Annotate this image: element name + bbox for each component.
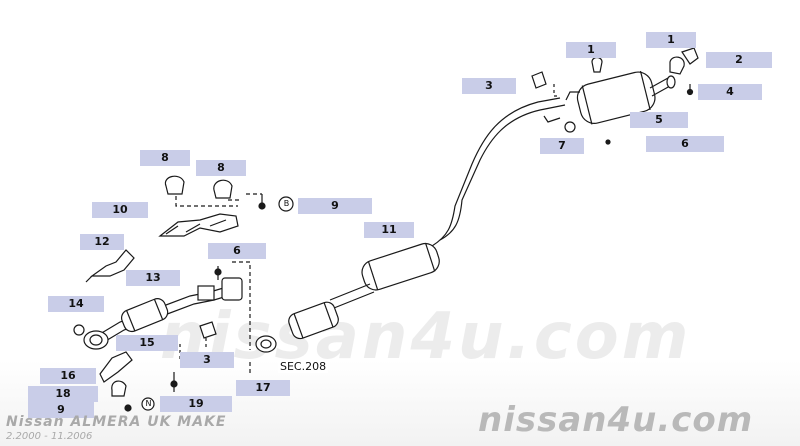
part-label-11[interactable]: 11 <box>364 222 414 238</box>
model-title: Nissan ALMERA UK MAKE <box>6 414 227 430</box>
part-label-14[interactable]: 14 <box>48 296 104 312</box>
production-dates: 2.2000 - 11.2006 <box>6 431 93 442</box>
part-label-4[interactable]: 4 <box>698 84 762 100</box>
part-label-9a[interactable]: 9 <box>298 198 372 214</box>
circle-b-marker <box>278 196 294 212</box>
rear-hanger <box>565 91 580 101</box>
gasket-17 <box>255 335 277 353</box>
part-label-3a[interactable]: 3 <box>462 78 516 94</box>
section-reference[interactable]: SEC.208 <box>278 360 329 373</box>
part-label-8b[interactable]: 8 <box>196 160 246 176</box>
seal-ring-7 <box>564 121 576 133</box>
clamp-18 <box>111 380 127 397</box>
part-label-19[interactable]: 19 <box>160 396 232 412</box>
rear-muffler <box>576 70 656 125</box>
part-label-3b[interactable]: 3 <box>180 352 234 368</box>
sensor-12 <box>90 249 135 277</box>
part-label-12[interactable]: 12 <box>80 234 124 250</box>
part-label-9b[interactable]: 9 <box>28 402 94 418</box>
part-label-6b[interactable]: 6 <box>208 243 266 259</box>
watermark-site: nissan4u.com <box>478 400 754 440</box>
part-label-2[interactable]: 2 <box>706 52 772 68</box>
center-muffler <box>361 242 440 291</box>
bracket-16 <box>99 351 133 383</box>
bracket-2 <box>681 47 699 65</box>
background-floor-gradient <box>0 360 800 446</box>
clamp-8a <box>164 175 185 195</box>
catalytic-converter <box>288 301 339 340</box>
part-label-5[interactable]: 5 <box>630 112 688 128</box>
part-label-1b[interactable]: 1 <box>646 32 696 48</box>
tail-pipe <box>649 77 671 97</box>
clamp-8b <box>213 179 233 199</box>
front-flange <box>83 330 109 350</box>
mount-rubber-1b <box>669 56 685 75</box>
part-label-1a[interactable]: 1 <box>566 42 616 58</box>
part-label-8a[interactable]: 8 <box>140 150 190 166</box>
mount-rubber-3b <box>199 321 217 339</box>
mount-rubber-1a <box>591 56 603 73</box>
circle-n-label: N <box>145 399 152 408</box>
part-label-7[interactable]: 7 <box>540 138 584 154</box>
part-label-13[interactable]: 13 <box>126 270 180 286</box>
circle-b-label: B <box>283 199 290 208</box>
part-label-17[interactable]: 17 <box>236 380 290 396</box>
part-label-18[interactable]: 18 <box>28 386 98 402</box>
part-label-16[interactable]: 16 <box>40 368 96 384</box>
part-label-10[interactable]: 10 <box>92 202 148 218</box>
part-label-6a[interactable]: 6 <box>646 136 724 152</box>
main-exhaust-pipe <box>439 104 566 241</box>
circle-n-marker <box>141 397 155 411</box>
mount-rubber-3a <box>531 71 547 89</box>
seal-ring-14 <box>73 324 85 336</box>
part-label-15[interactable]: 15 <box>116 335 178 351</box>
